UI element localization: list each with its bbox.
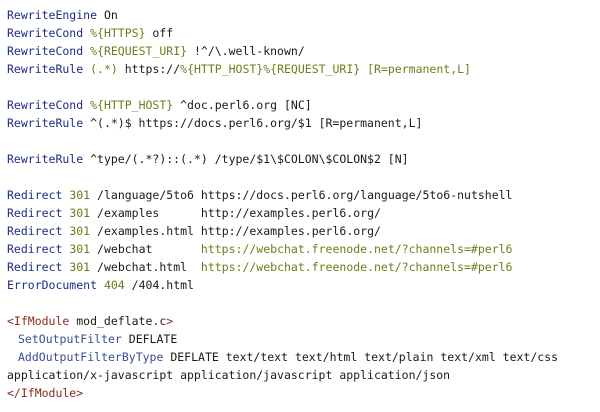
redirect-path: /examples.html bbox=[97, 224, 194, 238]
code-line: SetOutputFilter DEFLATE bbox=[7, 330, 595, 348]
code-text: off bbox=[145, 26, 174, 40]
status-code: 301 bbox=[69, 188, 91, 202]
redirect-line: Redirect 301 /examples.html http://examp… bbox=[7, 222, 595, 240]
redirect-line: Redirect 301 /webchat https://webchat.fr… bbox=[7, 240, 595, 258]
code-line: RewriteRule ^(.*)$ https://docs.perl6.or… bbox=[7, 114, 595, 132]
error-path: /404.html bbox=[131, 278, 194, 292]
directive: Redirect bbox=[7, 242, 63, 256]
regex-pattern: (.*) bbox=[90, 62, 118, 76]
directive: RewriteCond bbox=[7, 98, 84, 112]
blank-line bbox=[7, 294, 595, 312]
server-variable: %{HTTPS} bbox=[90, 26, 146, 40]
code-text: DEFLATE bbox=[121, 332, 178, 346]
ifmodule-close-line: </IfModule> bbox=[7, 384, 595, 402]
server-variable: %{HTTP_HOST} bbox=[90, 98, 174, 112]
directive: RewriteRule bbox=[7, 152, 84, 166]
directive: Redirect bbox=[7, 260, 63, 274]
directive: ErrorDocument bbox=[7, 278, 98, 292]
server-variable: %{REQUEST_URI} bbox=[90, 44, 188, 58]
code-text: On bbox=[97, 8, 118, 22]
redirect-url: https://webchat.freenode.net/?channels=#… bbox=[200, 242, 513, 256]
blank-line bbox=[7, 168, 595, 186]
code-line: RewriteCond %{HTTP_HOST} ^doc.perl6.org … bbox=[7, 96, 595, 114]
code-text: ^doc.perl6.org [NC] bbox=[173, 98, 312, 112]
code-line: RewriteRule (.*) https://%{HTTP_HOST}%{R… bbox=[7, 60, 595, 78]
ifmodule-open-line: <IfModule mod_deflate.c> bbox=[7, 312, 595, 330]
code-line: RewriteCond %{REQUEST_URI} !^/\.well-kno… bbox=[7, 42, 595, 60]
status-code: 301 bbox=[69, 260, 91, 274]
code-text: DEFLATE text/text text/html text/plain t… bbox=[7, 350, 565, 382]
blank-line bbox=[7, 132, 595, 150]
redirect-line: Redirect 301 /examples http://examples.p… bbox=[7, 204, 595, 222]
directive: RewriteCond bbox=[7, 44, 84, 58]
code-line: RewriteEngine On bbox=[7, 6, 595, 24]
redirect-path: /language/5to6 bbox=[97, 188, 194, 202]
ifmodule-close-tag: </IfModule> bbox=[7, 386, 84, 400]
directive: RewriteEngine bbox=[7, 8, 98, 22]
redirect-line: Redirect 301 /language/5to6 https://docs… bbox=[7, 186, 595, 204]
directive: RewriteRule bbox=[7, 116, 84, 130]
directive: AddOutputFilterByType bbox=[18, 350, 164, 364]
directive: Redirect bbox=[7, 188, 63, 202]
tag-bracket: > bbox=[166, 314, 174, 328]
code-line: RewriteCond %{HTTPS} off bbox=[7, 24, 595, 42]
code-line: RewriteRule ^type/(.*?)::(.*) /type/$1\$… bbox=[7, 150, 595, 168]
code-text: ^(.*)$ https://docs.perl6.org/$1 [R=perm… bbox=[83, 116, 423, 130]
code-text: ^type/(.*?)::(.*) /type/$1\$COLON\$COLON… bbox=[83, 152, 409, 166]
server-variable: %{REQUEST_URI} bbox=[263, 62, 361, 76]
rule-flags: [R=permanent,L] bbox=[367, 62, 471, 76]
redirect-url: http://examples.perl6.org/ bbox=[200, 224, 381, 238]
code-text: https:// bbox=[124, 62, 181, 76]
directive: RewriteRule bbox=[7, 62, 84, 76]
status-code: 301 bbox=[69, 206, 91, 220]
status-code: 301 bbox=[69, 242, 91, 256]
code-line: AddOutputFilterByType DEFLATE text/text … bbox=[7, 348, 595, 384]
errordocument-line: ErrorDocument 404 /404.html bbox=[7, 276, 595, 294]
directive: RewriteCond bbox=[7, 26, 84, 40]
status-code: 404 bbox=[103, 278, 125, 292]
module-name: mod_deflate.c bbox=[69, 314, 167, 328]
directive: Redirect bbox=[7, 206, 63, 220]
redirect-path: /examples bbox=[97, 206, 160, 220]
server-variable: %{HTTP_HOST} bbox=[180, 62, 264, 76]
directive: SetOutputFilter bbox=[18, 332, 122, 346]
blank-line bbox=[7, 78, 595, 96]
directive: Redirect bbox=[7, 224, 63, 238]
padding bbox=[194, 224, 201, 238]
status-code: 301 bbox=[69, 224, 91, 238]
padding bbox=[194, 188, 201, 202]
redirect-path: /webchat.html bbox=[97, 260, 188, 274]
padding bbox=[159, 206, 201, 220]
redirect-url: http://examples.perl6.org/ bbox=[200, 206, 381, 220]
padding bbox=[152, 242, 200, 256]
redirect-url: https://webchat.freenode.net/?channels=#… bbox=[200, 260, 513, 274]
code-text: !^/\.well-known/ bbox=[187, 44, 305, 58]
redirect-line: Redirect 301 /webchat.html https://webch… bbox=[7, 258, 595, 276]
redirect-url: https://docs.perl6.org/language/5to6-nut… bbox=[200, 188, 513, 202]
redirect-path: /webchat bbox=[97, 242, 153, 256]
ifmodule-open-tag: <IfModule bbox=[7, 314, 70, 328]
padding bbox=[187, 260, 201, 274]
